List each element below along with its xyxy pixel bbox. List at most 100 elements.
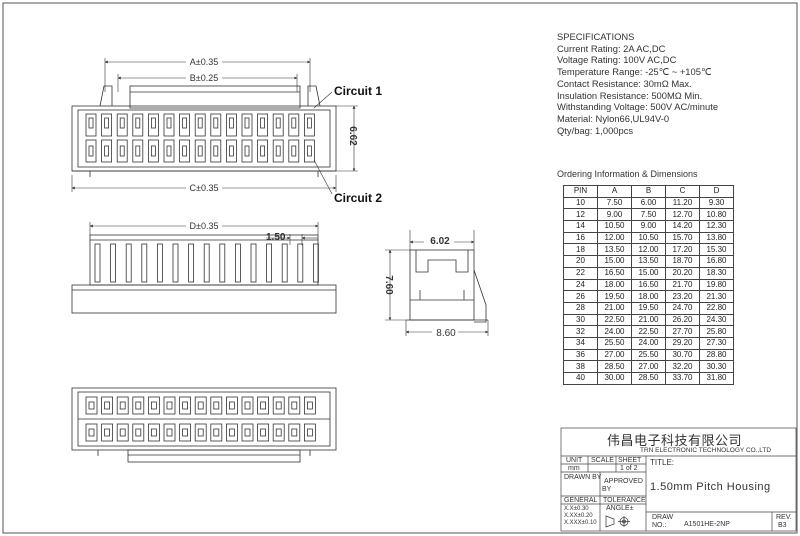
table-cell: 18 [563, 243, 598, 257]
table-cell: 30 [563, 313, 598, 327]
pin-cavity [147, 139, 159, 163]
pin-cavity [303, 139, 315, 163]
pin-cavity [194, 423, 207, 442]
table-cell: 22.50 [597, 313, 632, 327]
pin-cavity [241, 113, 253, 137]
table-cell: 27.70 [665, 325, 700, 338]
pin-cavity [210, 423, 223, 442]
pin-cavity [116, 139, 128, 163]
table-cell: 19.80 [699, 278, 734, 292]
pin-cavity [194, 396, 207, 415]
angle-label: ANGLE± [606, 505, 634, 512]
slot [125, 243, 132, 283]
table-cell: 14.20 [665, 220, 700, 233]
table-cell: 24.00 [597, 325, 632, 338]
spec-line: Current Rating: 2A AC,DC [557, 42, 666, 54]
pin-contact [260, 117, 266, 129]
drawn-by-label: DRAWN BY [564, 474, 602, 481]
table-cell: 31.80 [699, 372, 734, 385]
pin-cavity [225, 423, 238, 442]
spec-line: Temperature Range: -25℃ ~ +105℃ [557, 66, 712, 78]
slot [219, 243, 226, 283]
table-cell: 28 [563, 301, 598, 315]
title-value: 1.50mm Pitch Housing [650, 481, 771, 493]
pin-contact [306, 145, 312, 157]
pin-cavity [272, 113, 284, 137]
table-cell: 12.70 [665, 208, 700, 222]
top-view [71, 85, 337, 177]
pin-contact [213, 401, 220, 410]
pin-contact [182, 117, 188, 129]
table-cell: 10 [563, 196, 598, 210]
pin-cavity [147, 423, 160, 442]
table-cell: 38 [563, 360, 598, 373]
pin-contact [150, 401, 157, 410]
pin-cavity [101, 113, 112, 137]
pin-contact [119, 145, 125, 157]
pin-contact [135, 117, 141, 129]
pin-cavity [85, 423, 98, 442]
pin-contact [88, 117, 94, 129]
pin-contact [135, 428, 142, 437]
pin-contact [104, 401, 110, 410]
pin-contact [197, 117, 203, 129]
pin-contact [275, 117, 281, 129]
table-cell: 10.80 [699, 208, 734, 222]
pin-contact [150, 145, 156, 157]
table-cell: 26 [563, 290, 598, 303]
table-cell: 6.00 [631, 196, 666, 210]
spec-line: Contact Resistance: 30mΩ Max. [557, 77, 692, 89]
pin-contact [291, 145, 297, 157]
table-cell: 17.20 [665, 243, 700, 257]
pin-cavity [116, 396, 129, 415]
pin-contact [275, 428, 282, 437]
tolerance-label: TOLERANCE [603, 497, 646, 504]
table-header: C [665, 185, 700, 198]
dim-side-depth-label: 8.60 [436, 328, 456, 339]
unit-label: UNIT [566, 457, 583, 464]
table-cell: 19.50 [631, 301, 666, 315]
table-cell: 13.80 [699, 231, 734, 245]
table-cell: 28.50 [597, 360, 632, 373]
pin-cavity [210, 396, 223, 415]
pin-cavity [288, 423, 301, 442]
table-cell: 16 [563, 231, 598, 245]
pin-contact [119, 401, 126, 410]
table-cell: 20 [563, 255, 598, 268]
pin-contact [228, 145, 234, 157]
dim-a-label: A±0.35 [190, 57, 218, 67]
dim-side-width-label: 6.02 [430, 236, 450, 247]
table-header: D [699, 185, 734, 198]
rev-value: B3 [778, 522, 787, 529]
table-cell: 22.50 [631, 325, 666, 338]
pin-cavity [101, 139, 112, 163]
tolerance-2: X.XX±0.20 [564, 513, 593, 519]
table-cell: 32.20 [665, 360, 700, 373]
pin-cavity [179, 139, 191, 163]
pin-contact [104, 117, 109, 129]
pin-contact [306, 428, 313, 437]
pin-cavity [225, 139, 237, 163]
pin-contact [119, 117, 125, 129]
table-cell: 21.30 [699, 290, 734, 303]
pin-cavity [85, 139, 97, 163]
spec-line: Voltage Rating: 100V AC,DC [557, 54, 677, 66]
pin-cavity [179, 113, 191, 137]
title-label: TITLE: [650, 458, 675, 467]
table-cell: 30.70 [665, 348, 700, 362]
slot [156, 243, 163, 283]
pin-contact [275, 401, 282, 410]
sheet-label: SHEET [618, 457, 642, 464]
table-cell: 12.00 [597, 231, 632, 245]
table-cell: 13.50 [597, 243, 632, 257]
slot [297, 243, 304, 283]
table-cell: 16.50 [631, 278, 666, 292]
pin-contact [197, 145, 203, 157]
